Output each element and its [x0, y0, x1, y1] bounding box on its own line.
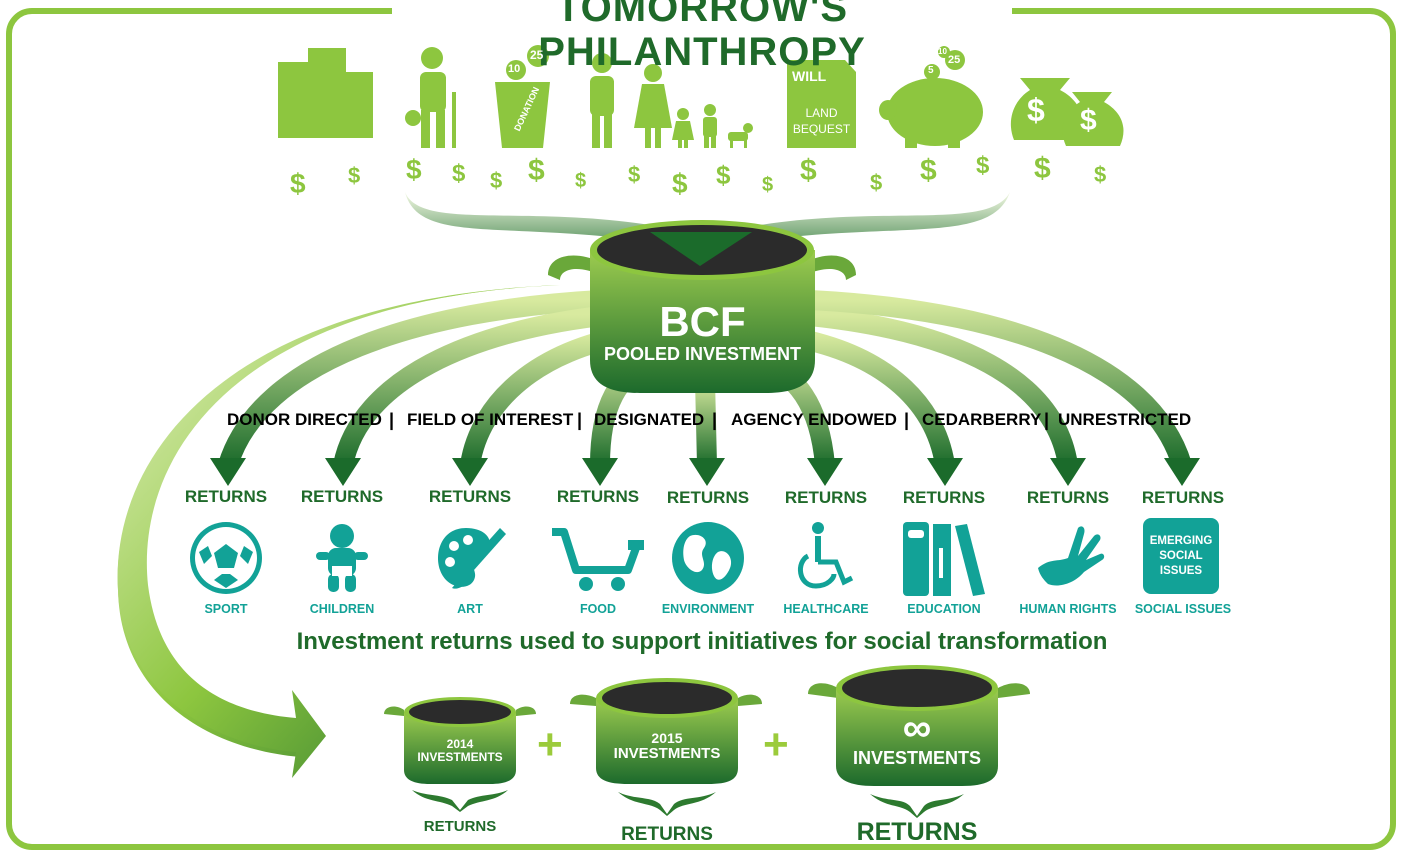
shopping-cart-icon — [552, 518, 644, 598]
coin-label: 25 — [530, 48, 544, 62]
child-icon — [302, 518, 382, 598]
dollar-sign: $ — [1034, 152, 1051, 185]
coin-label: 25 — [948, 54, 961, 66]
cause-label: HEALTHCARE — [783, 602, 869, 616]
dollar-sign: $ — [976, 152, 990, 179]
returns-label: RETURNS — [1141, 488, 1225, 507]
page-title: TOMORROW'S PHILANTHROPY — [392, 0, 1012, 74]
dollar-sign: $ — [716, 160, 731, 190]
will-title: WILL — [792, 68, 827, 84]
cause-label: FOOD — [579, 602, 617, 616]
hand-dove-icon — [1028, 518, 1108, 598]
dollar-sign: $ — [290, 168, 306, 199]
infinity-symbol: ∞ — [902, 706, 932, 750]
pot-returns: RETURNS — [621, 824, 713, 845]
returns-label: RETURNS — [902, 488, 986, 507]
emerging-issues-icon: EMERGING SOCIAL ISSUES — [1143, 518, 1219, 594]
dollar-sign: $ — [1094, 162, 1107, 187]
fund-type: CEDARBERRY — [922, 410, 1042, 429]
cause-label: HUMAN RIGHTS — [1019, 602, 1117, 616]
plus-sign: + — [537, 720, 563, 769]
emerging-box-line: EMERGING — [1149, 534, 1213, 547]
separator: | — [389, 410, 395, 430]
globe-icon — [668, 518, 748, 598]
separator: | — [577, 410, 583, 430]
fund-type: FIELD OF INTEREST — [407, 410, 574, 429]
pot-year: 2014 — [446, 737, 474, 751]
books-icon — [903, 518, 985, 598]
returns-label: RETURNS — [1026, 488, 1110, 507]
returns-label: RETURNS — [428, 487, 512, 506]
cause-label: CHILDREN — [309, 602, 375, 616]
donation-bucket-icon — [495, 45, 550, 148]
cause-label: SOCIAL ISSUES — [1134, 602, 1232, 616]
pot-returns: RETURNS — [856, 818, 978, 846]
money-bags-icon — [1010, 78, 1124, 146]
dollar-sign: $ — [628, 162, 641, 187]
pot-subtitle: POOLED INVESTMENT — [603, 344, 801, 364]
main-pot — [548, 220, 856, 393]
returns-label: RETURNS — [556, 487, 640, 506]
pot-caption: INVESTMENTS — [613, 745, 721, 762]
dollar-sign: $ — [575, 170, 587, 192]
pot-caption: INVESTMENTS — [417, 750, 503, 764]
coin-label: 10 — [938, 47, 947, 56]
pot-caption: INVESTMENTS — [852, 748, 981, 768]
dollar-sign: $ — [920, 154, 937, 187]
pot-returns: RETURNS — [423, 818, 497, 835]
cause-label: EDUCATION — [907, 602, 981, 616]
dollar-sign: $ — [528, 154, 545, 187]
dollar-sign: $ — [406, 154, 422, 185]
pot-2015 — [570, 678, 762, 816]
piggy-bank-icon — [879, 46, 983, 148]
wheelchair-icon — [786, 518, 866, 598]
returns-label: RETURNS — [300, 487, 384, 506]
tagline: Investment returns used to support initi… — [296, 628, 1108, 655]
fan-arrowheads — [210, 458, 1200, 486]
cause-label: ART — [457, 602, 483, 616]
family-icon — [590, 53, 753, 148]
dollar-sign: $ — [490, 168, 503, 193]
money-bag-dollar: $ — [1027, 92, 1045, 128]
will-line: LAND — [805, 106, 838, 120]
fund-type: DESIGNATED — [594, 410, 705, 429]
returns-label: RETURNS — [184, 487, 268, 506]
pot-infinity — [808, 665, 1030, 818]
dollar-sign: $ — [452, 160, 466, 187]
money-bag-dollar: $ — [1080, 104, 1097, 137]
cause-label: SPORT — [204, 602, 248, 616]
emerging-box-line: SOCIAL — [1159, 549, 1203, 562]
coin-label: 10 — [508, 63, 521, 75]
fund-type: UNRESTRICTED — [1058, 410, 1192, 429]
pot-2014 — [384, 697, 536, 812]
will-document-icon — [787, 60, 856, 148]
pot-year: 2015 — [651, 730, 683, 746]
cause-label: ENVIRONMENT — [661, 602, 755, 616]
emerging-box-line: ISSUES — [1159, 564, 1203, 577]
pot-name: BCF — [659, 298, 746, 345]
coin-label: 5 — [928, 65, 934, 76]
fund-type: DONOR DIRECTED — [227, 410, 382, 429]
returns-label: RETURNS — [784, 488, 868, 507]
returns-label: RETURNS — [666, 488, 750, 507]
palette-icon — [430, 518, 510, 598]
dollar-sign: $ — [348, 163, 361, 188]
separator: | — [904, 410, 910, 430]
separator: | — [1044, 410, 1050, 430]
elderly-donor-icon — [405, 47, 456, 148]
dollar-sign: $ — [870, 170, 883, 195]
dollar-sign: $ — [672, 168, 688, 199]
fund-type: AGENCY ENDOWED — [731, 410, 897, 429]
separator: | — [712, 410, 718, 430]
soccer-ball-icon — [186, 518, 266, 598]
building-icon — [278, 48, 373, 138]
dollar-sign: $ — [762, 174, 774, 196]
dollar-sign: $ — [800, 154, 817, 187]
plus-sign: + — [763, 720, 789, 769]
will-line: BEQUEST — [792, 122, 851, 136]
